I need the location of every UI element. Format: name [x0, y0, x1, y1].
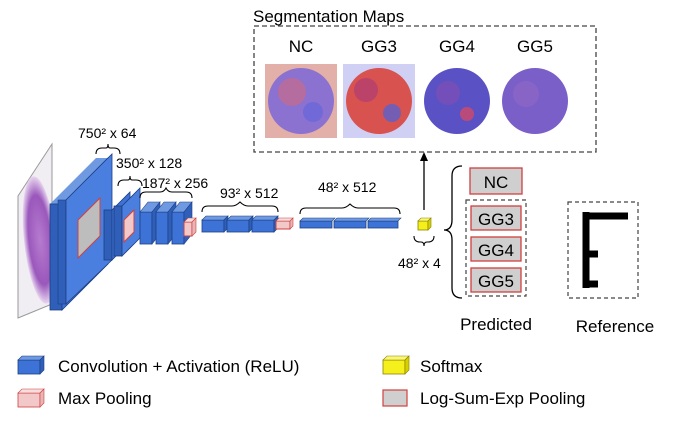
- predicted-gg5-label: GG5: [478, 272, 514, 291]
- softmax-output: [417, 217, 432, 231]
- brace-750: [95, 143, 121, 155]
- brace-48-4: [413, 235, 435, 247]
- predicted-label: Predicted: [460, 315, 532, 334]
- predicted-gg3-label: GG3: [478, 210, 514, 229]
- brace-48-512: [299, 203, 401, 215]
- predicted-nc-box: NC: [469, 167, 523, 195]
- reference-label: Reference: [576, 317, 654, 336]
- legend-label-softmax: Softmax: [420, 357, 483, 376]
- conv-block-3: [139, 201, 197, 245]
- legend-label-maxpool: Max Pooling: [58, 389, 152, 408]
- conv-block-2: [103, 187, 141, 261]
- predicted-gg-group: [465, 199, 527, 297]
- predicted-gg5-box: GG5: [470, 267, 522, 293]
- dim-label-48-512: 48² x 512: [318, 179, 377, 195]
- conv-block-4: [201, 215, 294, 233]
- predicted-gg3-box: GG3: [470, 205, 522, 231]
- segmentation-maps-panel: [253, 25, 597, 153]
- predicted-brace: [443, 165, 463, 299]
- segmentation-map-gg4: GG4: [421, 37, 493, 138]
- reference-dendrogram-icon: [582, 212, 628, 288]
- map-label-gg5: GG5: [517, 37, 553, 56]
- dim-label-187: 187² x 256: [142, 175, 208, 191]
- map-label-gg4: GG4: [439, 37, 475, 56]
- predicted-gg4-box: GG4: [470, 236, 522, 262]
- arrow-head: [420, 152, 428, 161]
- legend-item-conv: Convolution + Activation (ReLU): [17, 355, 299, 376]
- segmentation-map-gg3: GG3: [343, 37, 415, 138]
- brace-93: [201, 201, 279, 213]
- dim-label-750: 750² x 64: [78, 125, 137, 141]
- legend-item-softmax: Softmax: [382, 355, 483, 376]
- input-tissue-image: [17, 142, 58, 319]
- predicted-nc-label: NC: [484, 173, 509, 192]
- brace-187: [139, 186, 193, 199]
- map-label-nc: NC: [289, 37, 314, 56]
- conv-block-5: [299, 217, 402, 229]
- segmentation-maps-title: Segmentation Maps: [253, 7, 404, 26]
- segmentation-map-gg5: GG5: [499, 37, 571, 138]
- legend: Convolution + Activation (ReLU) Max Pool…: [17, 355, 585, 408]
- map-label-gg3: GG3: [361, 37, 397, 56]
- legend-item-maxpool: Max Pooling: [17, 388, 152, 408]
- legend-label-lse: Log-Sum-Exp Pooling: [420, 389, 585, 408]
- brace-350: [117, 175, 143, 187]
- conv-block-1: [49, 153, 113, 311]
- reference-box: [567, 201, 639, 299]
- legend-item-lse: Log-Sum-Exp Pooling: [382, 389, 585, 408]
- dim-label-350: 350² x 128: [116, 155, 182, 171]
- legend-label-conv: Convolution + Activation (ReLU): [58, 357, 299, 376]
- dim-label-48-4: 48² x 4: [398, 255, 441, 271]
- dim-label-93: 93² x 512: [220, 185, 279, 201]
- predicted-gg4-label: GG4: [478, 241, 514, 260]
- segmentation-map-nc: NC: [265, 37, 337, 138]
